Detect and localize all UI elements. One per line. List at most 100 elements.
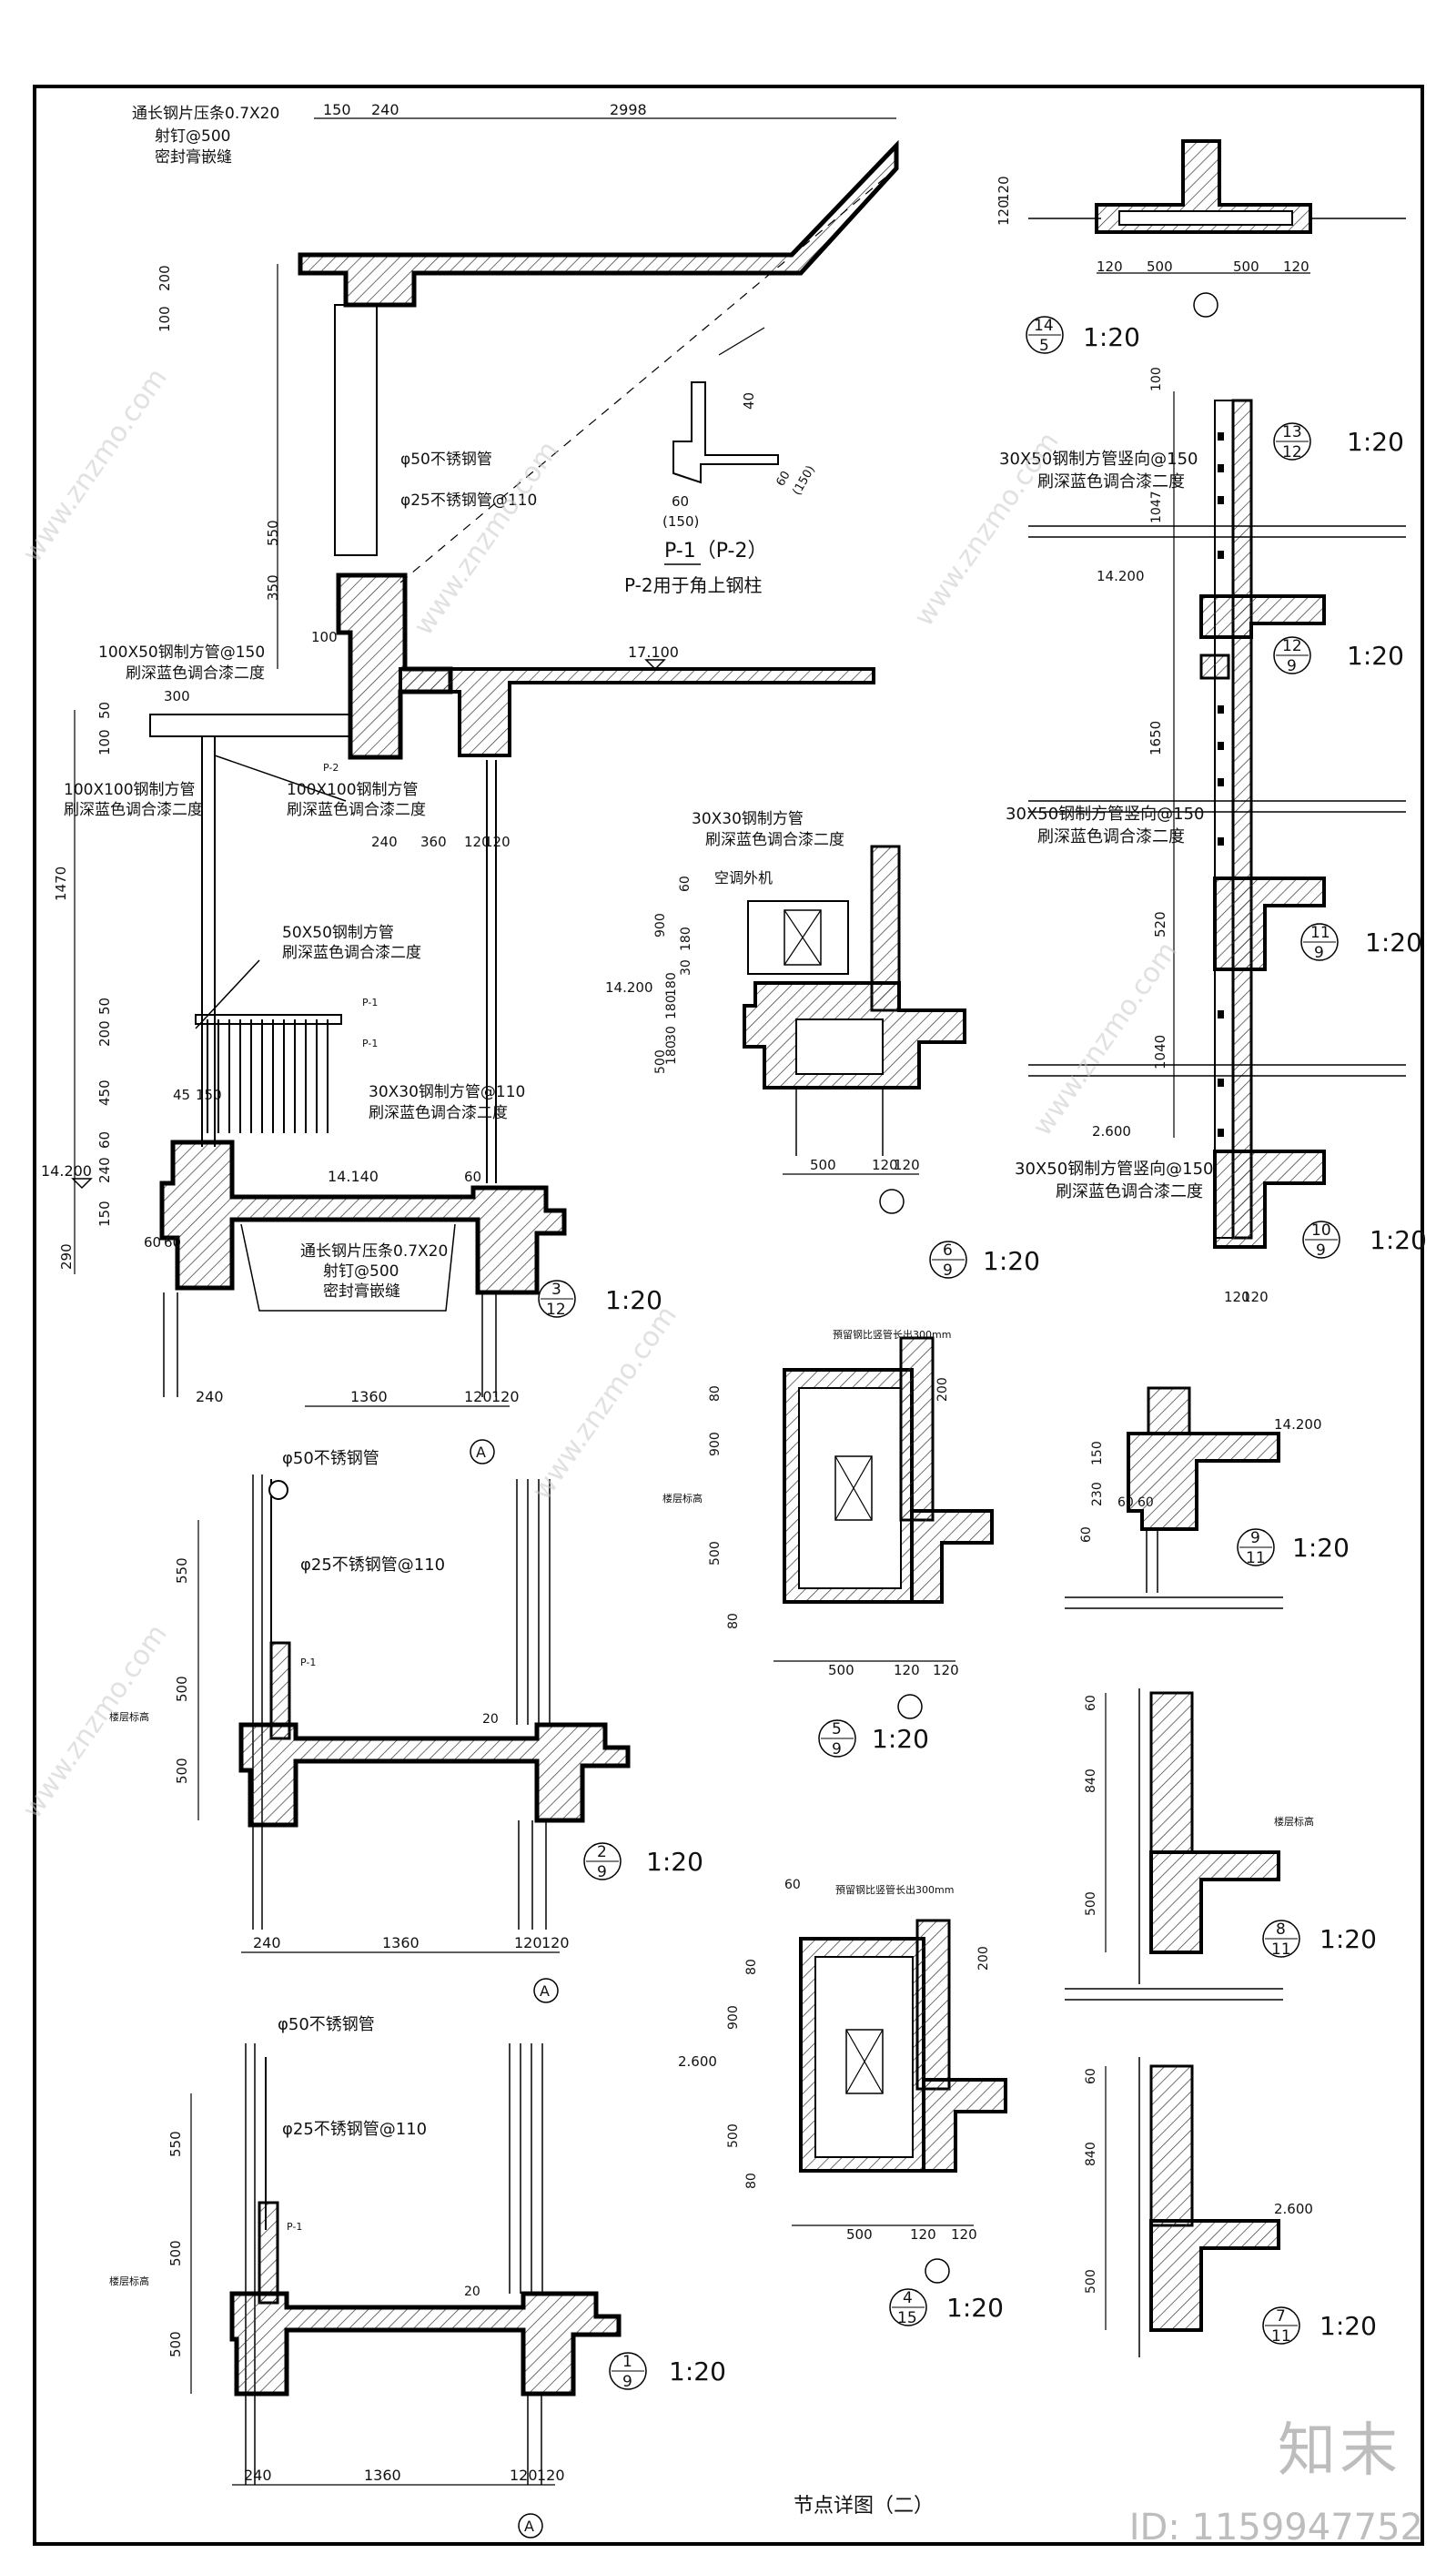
callout-3-12: 312 xyxy=(538,1280,576,1319)
svg-text:1:20: 1:20 xyxy=(669,2356,726,2387)
svg-text:100: 100 xyxy=(311,629,338,645)
svg-text:1: 1 xyxy=(622,2353,632,2371)
svg-text:150: 150 xyxy=(196,1087,222,1103)
railing-balusters xyxy=(207,1019,329,1133)
svg-text:500: 500 xyxy=(653,1049,668,1074)
svg-text:14: 14 xyxy=(1034,317,1054,335)
callout-8-11: 811 xyxy=(1262,1920,1300,1959)
svg-text:60: 60 xyxy=(774,469,793,489)
upper-wall xyxy=(334,304,378,556)
svg-text:1047: 1047 xyxy=(1149,491,1164,523)
svg-text:(150): (150) xyxy=(662,513,699,530)
svg-text:P-1: P-1 xyxy=(300,1657,316,1668)
svg-text:500: 500 xyxy=(1147,258,1173,275)
svg-text:550: 550 xyxy=(167,2131,184,2157)
svg-text:500: 500 xyxy=(167,2331,184,2357)
svg-text:80: 80 xyxy=(744,2173,759,2189)
svg-text:1650: 1650 xyxy=(1148,721,1164,755)
svg-text:500: 500 xyxy=(167,2240,184,2266)
callout-12-9: 129 xyxy=(1273,636,1311,675)
svg-text:60: 60 xyxy=(678,876,693,892)
svg-text:5: 5 xyxy=(832,1720,842,1738)
svg-text:900: 900 xyxy=(726,2005,741,2030)
svg-text:9: 9 xyxy=(1316,1241,1326,1260)
svg-text:1:20: 1:20 xyxy=(946,2293,1004,2323)
svg-text:2.600: 2.600 xyxy=(1092,1123,1131,1140)
svg-text:60: 60 xyxy=(144,1234,161,1251)
callout-2-9: 29 xyxy=(583,1842,622,1881)
svg-text:120: 120 xyxy=(1224,1289,1250,1305)
svg-text:刷深蓝色调合漆二度: 刷深蓝色调合漆二度 xyxy=(369,1104,508,1122)
svg-text:60: 60 xyxy=(1084,1695,1098,1711)
svg-text:通长钢片压条0.7X20: 通长钢片压条0.7X20 xyxy=(132,105,279,123)
svg-text:550: 550 xyxy=(174,1557,190,1584)
svg-text:7: 7 xyxy=(1276,2307,1286,2326)
svg-text:230: 230 xyxy=(1090,1482,1105,1506)
svg-text:120: 120 xyxy=(894,1157,920,1173)
rail-pipe xyxy=(268,1480,288,1500)
svg-text:密封膏嵌缝: 密封膏嵌缝 xyxy=(155,147,232,167)
svg-text:500: 500 xyxy=(726,2123,741,2148)
svg-text:500: 500 xyxy=(174,1758,190,1784)
svg-text:60: 60 xyxy=(96,1131,113,1149)
svg-text:100X100钢制方管: 100X100钢制方管 xyxy=(64,781,196,799)
svg-text:120: 120 xyxy=(1242,1289,1269,1305)
svg-text:840: 840 xyxy=(1084,1768,1098,1793)
watermark-brand: 知末 xyxy=(1278,2417,1401,2485)
svg-text:P-1: P-1 xyxy=(362,997,378,1008)
detail-2-9: 550 500 500 240 1360 120 120 20 φ50不锈钢管 … xyxy=(109,1449,703,2003)
svg-text:刷深蓝色调合漆二度: 刷深蓝色调合漆二度 xyxy=(64,801,203,819)
svg-text:240: 240 xyxy=(96,1157,113,1183)
svg-text:5: 5 xyxy=(1039,337,1049,355)
svg-text:500: 500 xyxy=(846,2226,873,2243)
svg-text:密封膏嵌缝: 密封膏嵌缝 xyxy=(323,1282,400,1301)
svg-text:φ50不锈钢管: φ50不锈钢管 xyxy=(278,2015,375,2034)
svg-text:350: 350 xyxy=(265,574,281,601)
roof-dashed-line xyxy=(399,167,897,583)
svg-text:500: 500 xyxy=(828,1662,854,1678)
svg-text:290: 290 xyxy=(58,1243,75,1270)
dim-top-2998: 2998 xyxy=(610,101,647,118)
svg-text:120: 120 xyxy=(537,2467,565,2484)
dim-bottom-1360: 1360 xyxy=(350,1388,388,1405)
svg-text:300: 300 xyxy=(164,688,190,704)
svg-text:φ25不锈钢管@110: φ25不锈钢管@110 xyxy=(282,2120,427,2139)
callout-6-9: 69 xyxy=(929,1241,967,1280)
svg-text:4: 4 xyxy=(903,2289,913,2307)
svg-text:11: 11 xyxy=(1246,1549,1266,1567)
railing-top-rail xyxy=(195,1014,342,1025)
svg-text:120: 120 xyxy=(910,2226,936,2243)
svg-text:180: 180 xyxy=(664,995,679,1019)
svg-text:射钉@500: 射钉@500 xyxy=(155,127,230,146)
balcony-slab xyxy=(159,1140,567,1295)
svg-text:240: 240 xyxy=(253,1934,281,1951)
detail-p1: 60 (150) 40 60 (150) P-1（P-2） P-2用于角上钢柱 xyxy=(624,327,818,596)
svg-text:刷深蓝色调合漆二度: 刷深蓝色调合漆二度 xyxy=(1037,472,1185,491)
svg-text:2.600: 2.600 xyxy=(1274,2201,1313,2217)
detail-right-column: 100 1047 14.200 1650 520 1040 2.600 120 … xyxy=(999,367,1427,1305)
svg-text:空调外机: 空调外机 xyxy=(714,869,773,887)
detail-14-5: 120 500 500 120 120 120 1:20 xyxy=(996,139,1406,352)
svg-text:200: 200 xyxy=(976,1946,991,1971)
svg-text:14.200: 14.200 xyxy=(605,979,653,996)
dim-top-240: 240 xyxy=(371,101,399,118)
svg-text:30X50钢制方管竖向@150: 30X50钢制方管竖向@150 xyxy=(1006,805,1205,824)
svg-text:9: 9 xyxy=(1287,657,1297,675)
svg-text:30X50钢制方管竖向@150: 30X50钢制方管竖向@150 xyxy=(999,450,1198,469)
svg-text:刷深蓝色调合漆二度: 刷深蓝色调合漆二度 xyxy=(1056,1182,1203,1201)
svg-text:φ50不锈钢管: φ50不锈钢管 xyxy=(282,1449,379,1468)
svg-text:60: 60 xyxy=(672,493,689,510)
svg-text:500: 500 xyxy=(810,1157,836,1173)
svg-text:80: 80 xyxy=(708,1385,723,1402)
svg-text:預留钢比竖管长出300mm: 預留钢比竖管长出300mm xyxy=(833,1328,951,1341)
svg-text:120: 120 xyxy=(1283,258,1309,275)
svg-text:120: 120 xyxy=(951,2226,977,2243)
svg-text:100: 100 xyxy=(157,306,173,332)
svg-text:9: 9 xyxy=(943,1262,953,1280)
svg-text:180: 180 xyxy=(664,1040,679,1065)
svg-text:500: 500 xyxy=(174,1676,190,1702)
callout-7-11: 711 xyxy=(1262,2306,1300,2346)
axis-bubble-a xyxy=(470,1439,495,1464)
svg-text:P-1: P-1 xyxy=(362,1038,378,1049)
